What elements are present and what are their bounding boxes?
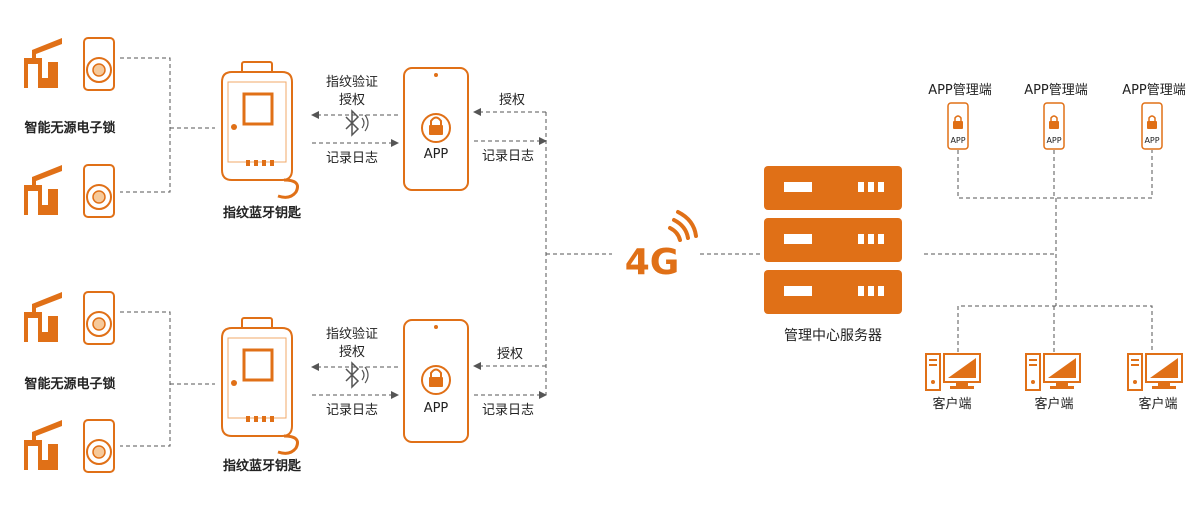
client-label: 客户端	[1034, 396, 1073, 412]
smart-lock-icon	[23, 419, 115, 473]
verify-auth-label: 授权	[339, 92, 365, 108]
log-label: 记录日志	[482, 403, 534, 418]
network-label: 4G	[625, 242, 680, 283]
wireless-signal-icon	[668, 210, 698, 242]
key-label: 指纹蓝牙钥匙	[223, 205, 302, 221]
auth-label: 授权	[497, 346, 523, 362]
app-admin-icon-label: APP	[950, 136, 965, 145]
log-label: 记录日志	[482, 149, 534, 164]
app-admin-icon-label: APP	[1144, 136, 1159, 145]
verify-label: 指纹验证	[326, 74, 378, 90]
phone-app-icon	[403, 67, 469, 191]
smart-lock-icon	[23, 164, 115, 218]
server-label: 管理中心服务器	[784, 328, 882, 344]
smart-lock-icon	[23, 37, 115, 91]
smart-lock-icon	[23, 291, 115, 345]
auth-label: 授权	[499, 92, 525, 108]
verify-label: 指纹验证	[326, 326, 378, 342]
fingerprint-key-icon	[220, 316, 299, 455]
fingerprint-key-icon	[220, 60, 299, 199]
client-label: 客户端	[932, 396, 971, 412]
lock-label: 智能无源电子锁	[24, 376, 115, 392]
app-admin-label: APP管理端	[928, 83, 992, 98]
desktop-pc-icon	[925, 353, 981, 391]
lock-label: 智能无源电子锁	[24, 120, 115, 136]
app-admin-label: APP管理端	[1024, 83, 1088, 98]
app-admin-label: APP管理端	[1122, 83, 1186, 98]
app-label: APP	[424, 401, 449, 416]
phone-app-icon	[403, 319, 469, 443]
log-label: 记录日志	[326, 403, 378, 418]
log-label: 记录日志	[326, 151, 378, 166]
desktop-pc-icon	[1025, 353, 1081, 391]
client-label: 客户端	[1138, 396, 1177, 412]
server-rack-icon	[764, 166, 902, 314]
verify-auth-label: 授权	[339, 344, 365, 360]
app-admin-icon-label: APP	[1046, 136, 1061, 145]
app-label: APP	[424, 147, 449, 162]
key-label: 指纹蓝牙钥匙	[223, 458, 302, 474]
bluetooth-icon	[345, 109, 369, 137]
bluetooth-icon	[345, 361, 369, 389]
desktop-pc-icon	[1127, 353, 1183, 391]
